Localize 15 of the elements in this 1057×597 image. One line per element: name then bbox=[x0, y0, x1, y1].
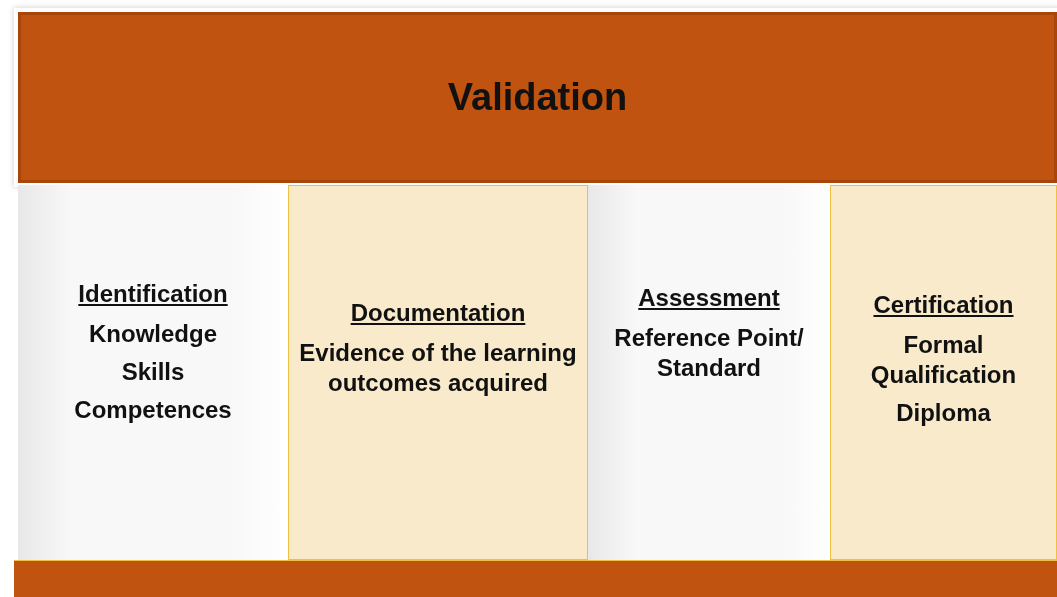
column-text: Evidence of the learning outcomes acquired bbox=[298, 338, 578, 398]
column-heading: Assessment bbox=[637, 283, 781, 313]
bar bbox=[14, 560, 1057, 597]
stage-column bbox=[288, 185, 588, 560]
banner-title: Validation bbox=[447, 76, 628, 119]
column-text: Competences bbox=[73, 395, 233, 425]
column-text: Diploma bbox=[895, 398, 992, 428]
column-heading: Identification bbox=[77, 279, 229, 309]
column-text: Skills bbox=[120, 357, 186, 387]
column-heading: Documentation bbox=[349, 298, 527, 328]
stage-column bbox=[830, 185, 1057, 560]
column-text: Reference Point/ Standard bbox=[613, 323, 805, 383]
column-text: Knowledge bbox=[88, 319, 218, 349]
column-heading: Certification bbox=[872, 290, 1015, 320]
column-text: Formal Qualification bbox=[869, 330, 1018, 390]
